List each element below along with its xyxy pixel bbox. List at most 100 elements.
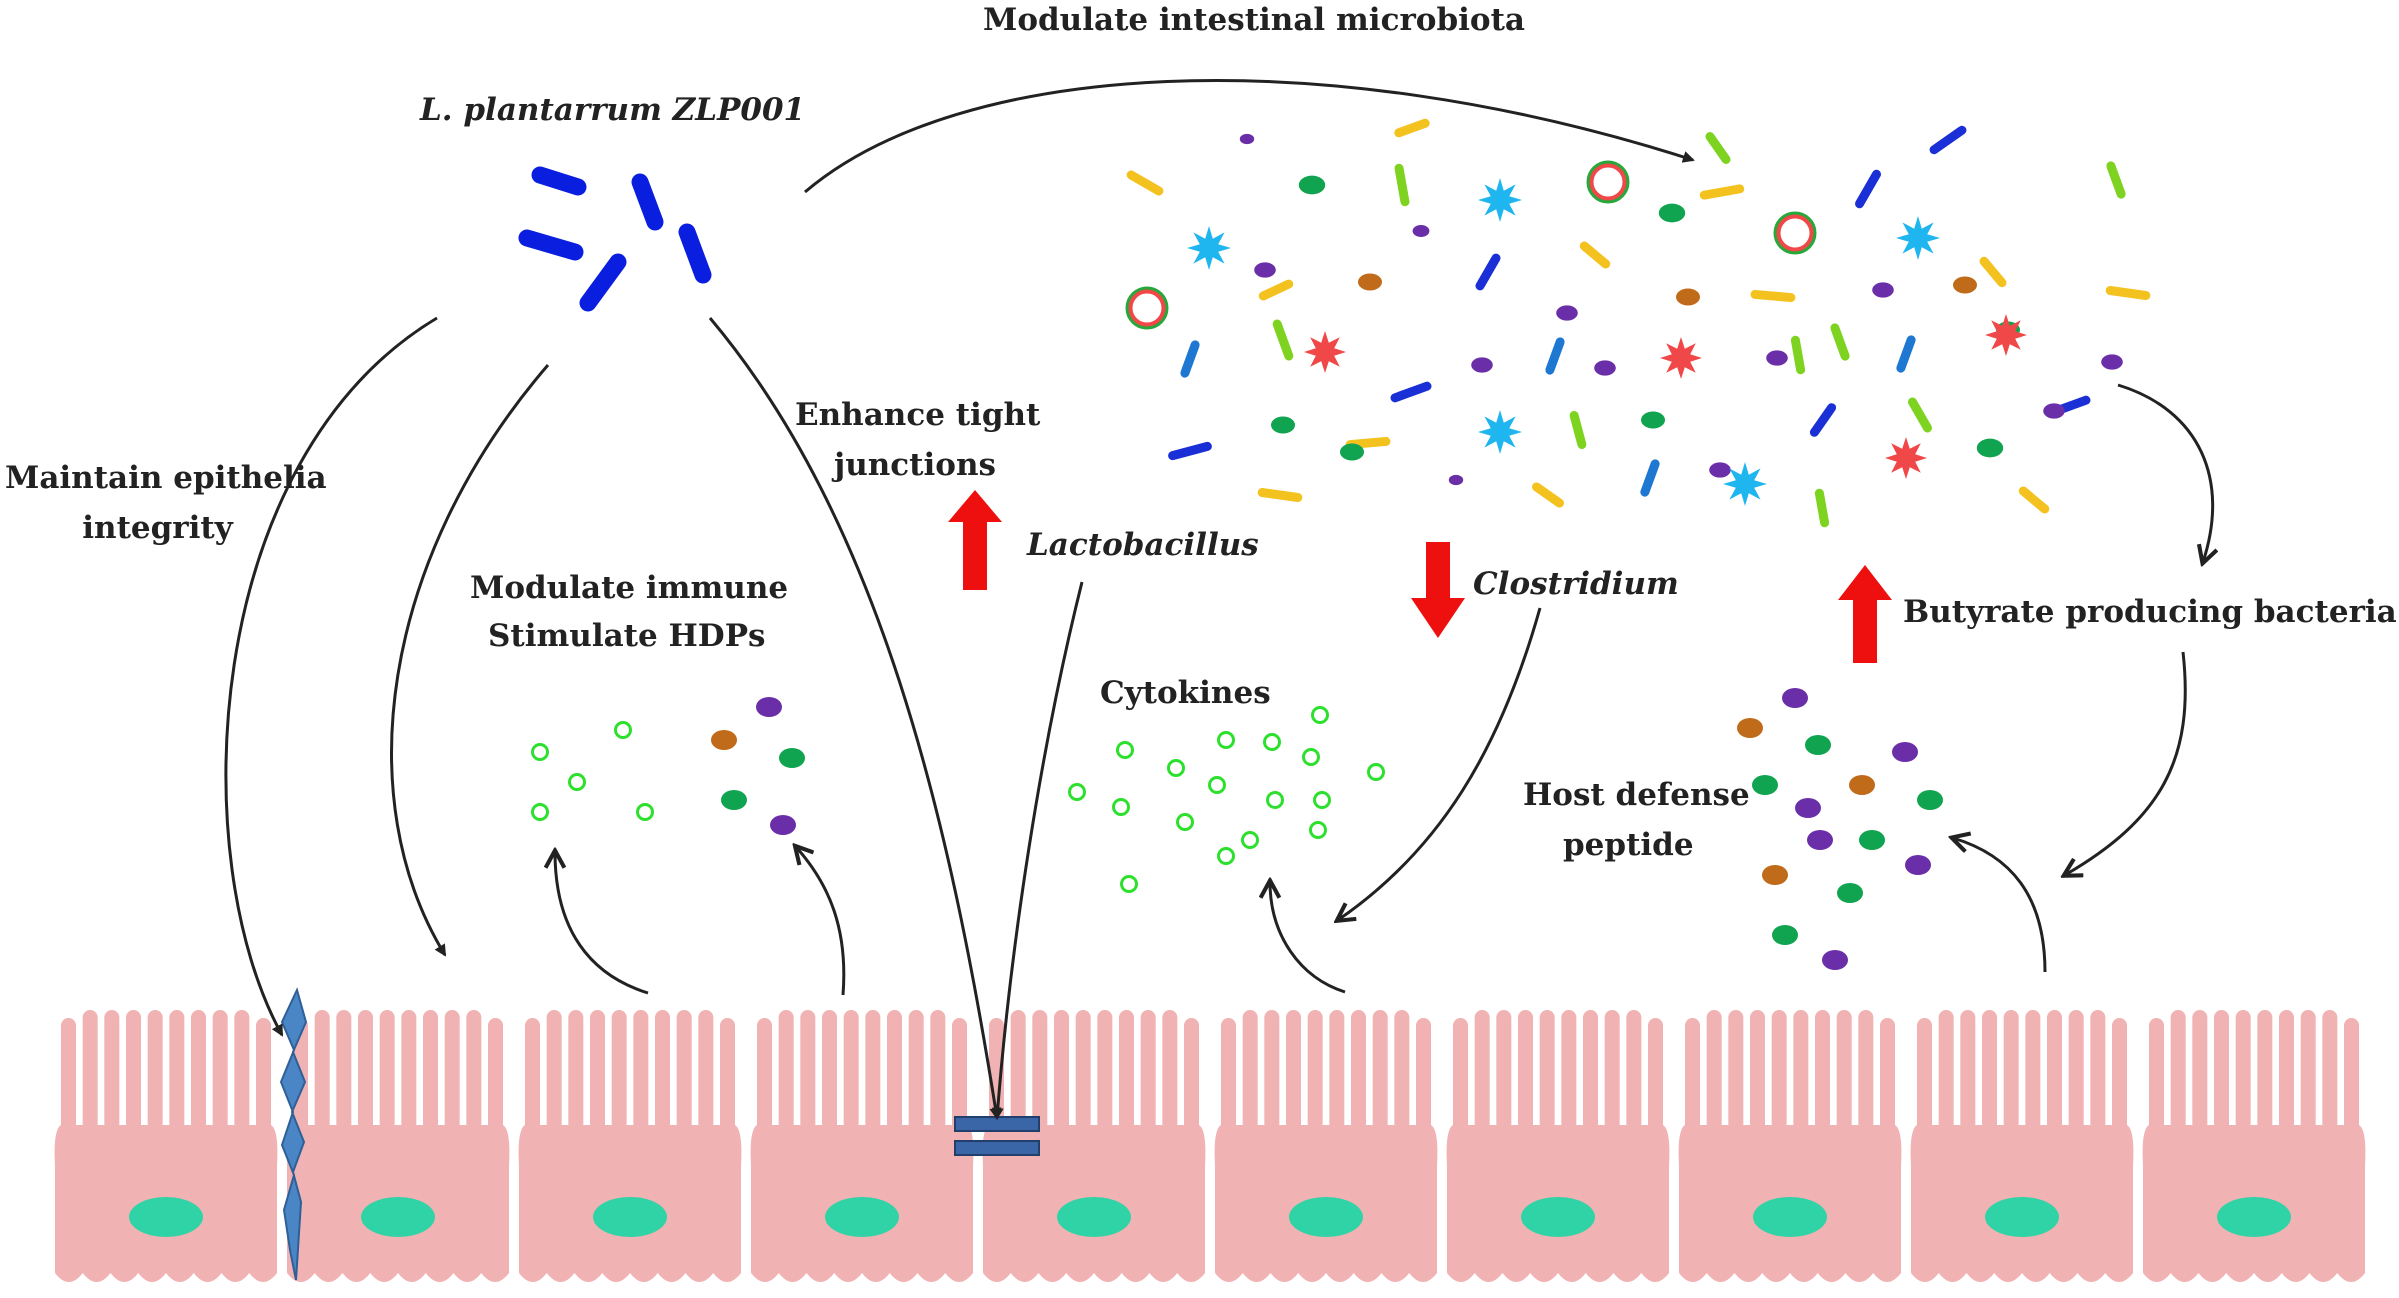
microvillus	[2068, 1010, 2084, 1131]
microvillus	[2235, 1010, 2251, 1131]
cell-nucleus	[1753, 1197, 1827, 1237]
microvillus	[191, 1010, 206, 1131]
bacterium-rod	[1390, 381, 1432, 403]
bacterium-rod	[1814, 488, 1830, 528]
host-defense-peptide-label-line2: peptide	[1563, 827, 1694, 863]
arrow-maintain-integrity	[224, 316, 438, 1037]
bacterium-rod	[1979, 256, 2007, 288]
microvillus	[212, 1010, 228, 1131]
modulate-immune-label-line1: Modulate immune	[470, 570, 789, 606]
bacterium-coccus	[1556, 305, 1578, 321]
bacterium-coccus	[1271, 416, 1295, 434]
microvillus	[778, 1010, 794, 1131]
bacterium-rod	[1394, 163, 1410, 207]
microvillus	[1648, 1018, 1663, 1139]
microvillus	[2344, 1018, 2359, 1139]
cytokine-ring-icon	[1241, 831, 1259, 849]
enhance-tight-label-line2: junctions	[834, 447, 996, 483]
peptide-dot	[1752, 775, 1778, 795]
microvillus	[2090, 1010, 2106, 1131]
microvillus	[1242, 1010, 1258, 1131]
bacterium-coccus	[1340, 443, 1364, 461]
bacterium-ring-icon	[1775, 213, 1815, 253]
microvillus	[2170, 1010, 2186, 1131]
peptide-dot	[756, 697, 782, 717]
arrow-butyrate-peptides	[2065, 651, 2187, 875]
bacterium-rod	[2018, 486, 2050, 514]
epithelial-cell	[518, 1010, 742, 1282]
microvillus	[611, 1010, 627, 1131]
bacterium-rod	[1569, 411, 1587, 449]
cell-nucleus	[1057, 1197, 1131, 1237]
bacterium-ring-outer	[1586, 160, 1630, 204]
microvillus	[546, 1010, 562, 1131]
microvillus	[1539, 1010, 1555, 1131]
enhance-tight-label-line1: Enhance tight	[795, 397, 1041, 433]
peptide-dot	[1782, 688, 1808, 708]
cytokine-ring-icon	[1313, 791, 1331, 809]
microvillus	[82, 1010, 98, 1131]
bacterium-ring-icon	[1588, 162, 1628, 202]
peptide-dot	[1805, 735, 1831, 755]
cytokine-ring-icon	[1302, 748, 1320, 766]
microvillus	[1119, 1010, 1134, 1131]
arrow-cell-cytokines-2	[1270, 882, 1346, 994]
epithelial-cell	[1910, 1010, 2134, 1282]
cytokine-ring-icon	[636, 803, 654, 821]
microvillus	[655, 1010, 670, 1131]
cell-nucleus	[361, 1197, 435, 1237]
bacterium-rod	[1790, 335, 1806, 375]
microvillus	[633, 1010, 649, 1131]
microvillus	[1960, 1010, 1976, 1131]
bacterium-ring-outer	[1773, 211, 1817, 255]
bacterium-rod	[1640, 459, 1660, 497]
cytokine-ring-icon	[531, 803, 549, 821]
bacterium-star-icon	[1985, 314, 2027, 356]
cytokine-ring-icon	[1176, 813, 1194, 831]
microvillus	[525, 1018, 540, 1139]
cytokine-ring-icon	[1167, 759, 1185, 777]
bacterium-star-icon	[1478, 178, 1522, 222]
microvillus	[1351, 1010, 1366, 1131]
microvillus	[1264, 1010, 1280, 1131]
microvillus	[1416, 1018, 1431, 1139]
bacterium-rod	[1750, 289, 1796, 303]
bacterium-coccus	[1976, 438, 2004, 458]
bacterium-rod	[1257, 487, 1303, 503]
bacterium-star-icon	[1885, 437, 1927, 479]
microvillus	[590, 1010, 605, 1131]
arrow-cell-peptides-1	[796, 847, 846, 996]
bacterium-coccus	[1766, 350, 1788, 366]
arrow-microbiota-butyrate	[2117, 383, 2213, 562]
microvillus	[1561, 1010, 1577, 1131]
bacterium-rod	[1126, 170, 1164, 196]
microvillus	[1372, 1010, 1388, 1131]
epithelial-cell	[2142, 1010, 2366, 1282]
microvillus	[336, 1010, 352, 1131]
tight-junction-icon	[954, 1116, 1040, 1156]
cytokine-ring-icon	[1217, 731, 1235, 749]
bacterium-ring-outer	[1125, 286, 1169, 330]
bacterium-rod	[1855, 169, 1881, 209]
microvillus	[698, 1010, 714, 1131]
microvillus	[1793, 1010, 1809, 1131]
microvillus	[908, 1010, 924, 1131]
cytokine-ring-icon	[614, 721, 632, 739]
increase-arrow-lactobacillus	[948, 490, 1002, 590]
maintain-epithelia-label-line1: Maintain epithelia	[5, 460, 327, 496]
microvillus	[1184, 1018, 1199, 1139]
epithelium-layer	[54, 1010, 2366, 1282]
cytokine-ring-icon	[568, 773, 586, 791]
microvillus	[952, 1018, 967, 1139]
microvillus	[358, 1010, 373, 1131]
peptide-dot	[1807, 830, 1833, 850]
peptide-dot	[1822, 950, 1848, 970]
bacterium-star-icon	[1896, 216, 1940, 260]
peptide-dot	[1892, 742, 1918, 762]
modulate-immune-label-line2: Stimulate HDPs	[488, 618, 766, 654]
modulate-microbiota-label: Modulate intestinal microbiota	[983, 2, 1526, 38]
epithelial-cell	[286, 1010, 510, 1282]
microvillus	[1162, 1010, 1178, 1131]
microvillus	[1836, 1010, 1852, 1131]
bacterium-star-icon	[1723, 462, 1767, 506]
